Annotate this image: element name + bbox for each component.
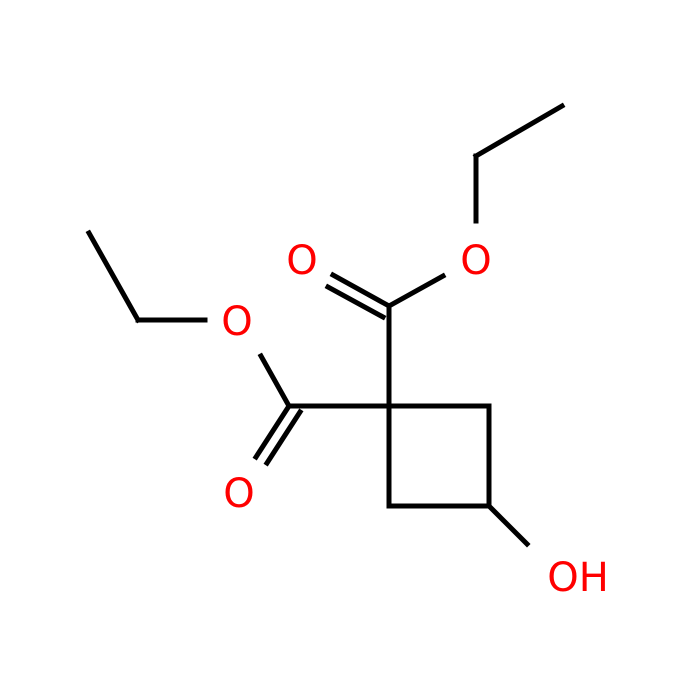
bond-upper-ch2-ch3 [472,102,566,160]
bond-left-ch2-ch3 [85,229,142,324]
bond-upper-co-double-a [329,271,393,310]
bond-c3-oh [485,502,531,548]
atom-o-carbonyl-upper: O [286,238,317,284]
bond-lower-co-double-a [252,402,293,461]
bond-left-c-o-ester [257,352,293,410]
atom-o-carbonyl-lower: O [223,471,254,517]
bond-upper-co-double-b [324,283,387,321]
atom-hydroxyl: OH [547,555,609,601]
bond-upper-c-o-ester [385,272,447,310]
atom-o-ester-left: O [221,299,252,345]
atom-o-ester-upper: O [460,238,491,284]
bond-lower-co-double-b [263,408,304,467]
